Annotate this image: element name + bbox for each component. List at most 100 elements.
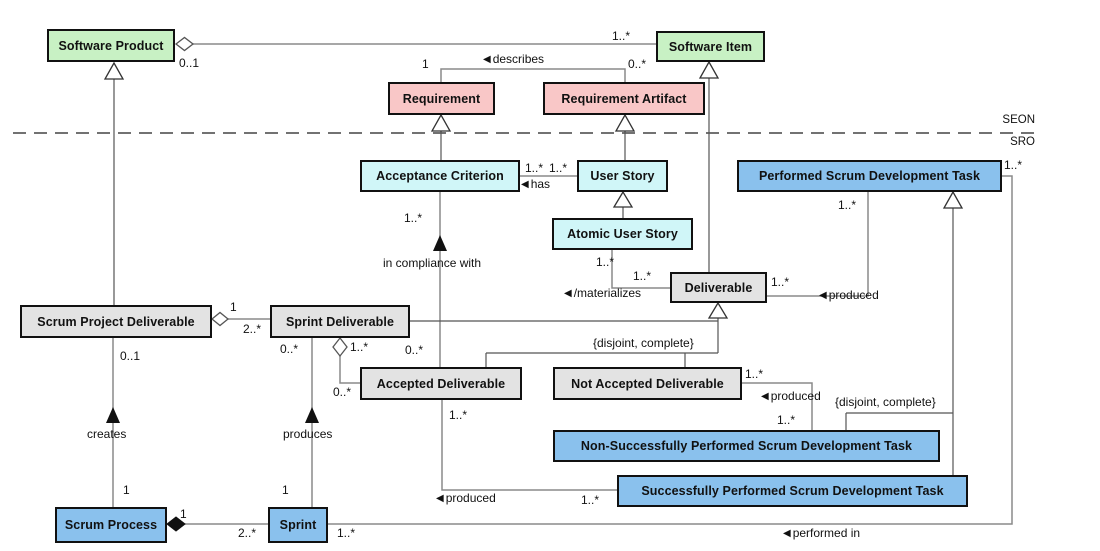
class-label: Acceptance Criterion (376, 169, 504, 183)
aggregation-diamond (210, 311, 230, 327)
multiplicity: 1..* (838, 198, 857, 212)
class-label: Scrum Process (64, 518, 158, 532)
multiplicity: 1..* (745, 367, 764, 381)
multiplicity: 1..* (596, 255, 615, 269)
aggregation-diamond (332, 336, 348, 358)
multiplicity: 1..* (337, 526, 356, 540)
multiplicity: 1..* (549, 161, 568, 175)
class-box-acceptance-criterion: Acceptance Criterion (360, 160, 520, 192)
multiplicity: 1..* (581, 493, 600, 507)
read-direction-icon: ◀ (436, 493, 444, 504)
class-label: Sprint Deliverable (285, 314, 395, 329)
class-box-user-story: User Story (577, 160, 668, 192)
edge-label-performed-in: ◀performed in (783, 526, 861, 540)
edge-label-produced-deliverable: ◀produced (819, 288, 879, 302)
class-box-requirement: Requirement (388, 82, 495, 115)
class-box-software-item: Software Item (656, 31, 765, 62)
multiplicity: 1 (282, 483, 289, 497)
multiplicity: 2..* (238, 526, 257, 540)
generalization-arrow (430, 113, 452, 132)
multiplicity: 1..* (771, 275, 790, 289)
multiplicity: 1 (180, 507, 187, 521)
multiplicity: 0..* (280, 342, 299, 356)
class-box-sprint: Sprint (268, 507, 328, 543)
generalization-arrow (942, 190, 964, 209)
edge-label-materializes: ◀/materializes (564, 286, 642, 300)
multiplicity: 0..* (628, 57, 647, 71)
class-box-accepted-deliverable: Accepted Deliverable (360, 367, 522, 400)
multiplicity: 1..* (633, 269, 652, 283)
multiplicity: 1..* (404, 211, 423, 225)
edge-performed-in (328, 175, 1013, 525)
edge-label-produced-not-accepted: ◀produced (761, 389, 821, 403)
multiplicity: 0..* (405, 343, 424, 357)
class-label: Software Product (58, 38, 164, 53)
arrow-up-icon (106, 407, 120, 423)
class-box-performed-scrum-development-task: Performed Scrum Development Task (737, 160, 1002, 192)
gen-deliverable-children (410, 318, 719, 367)
constraint-label-task: {disjoint, complete} (835, 395, 936, 409)
class-label: Successfully Performed Scrum Development… (641, 484, 944, 498)
multiplicity: 1 (422, 57, 429, 71)
generalization-arrows (103, 60, 964, 319)
multiplicity: 0..* (333, 385, 352, 399)
class-label: Accepted Deliverable (376, 376, 506, 391)
class-box-software-product: Software Product (47, 29, 175, 62)
edge-describes (440, 68, 626, 82)
edge-label-has: ◀has (521, 177, 551, 191)
multiplicity: 0..1 (120, 349, 141, 363)
multiplicity: 1..* (1004, 158, 1023, 172)
composition-diamond (166, 516, 186, 532)
class-label: Deliverable (684, 280, 753, 295)
generalization-arrow (612, 190, 634, 208)
multiplicity: 0..1 (179, 56, 200, 70)
navigability-arrows (106, 235, 447, 423)
class-label: Not Accepted Deliverable (571, 376, 724, 391)
read-direction-icon: ◀ (483, 54, 491, 65)
generalization-arrow (698, 60, 720, 79)
edge-label-in-compliance-with: in compliance with (383, 256, 482, 270)
class-label: Requirement Artifact (561, 91, 687, 106)
class-label: Non-Successfully Performed Scrum Develop… (580, 439, 913, 453)
multiplicity: 1..* (777, 413, 796, 427)
class-label: Requirement (402, 91, 481, 106)
class-box-sprint-deliverable: Sprint Deliverable (270, 305, 410, 338)
arrow-up-icon (305, 407, 319, 423)
multiplicity: 1 (123, 483, 130, 497)
class-label: Atomic User Story (567, 227, 678, 241)
class-box-requirement-artifact: Requirement Artifact (543, 82, 705, 115)
class-box-deliverable: Deliverable (670, 272, 767, 303)
edge-sprint-accepted (339, 356, 360, 384)
region-label-sro: SRO (1010, 136, 1035, 148)
class-box-successfully-performed-task: Successfully Performed Scrum Development… (617, 475, 968, 507)
multiplicity: 1..* (525, 161, 544, 175)
aggregation-diamond (174, 36, 195, 52)
read-direction-icon: ◀ (564, 288, 572, 299)
read-direction-icon: ◀ (819, 290, 827, 301)
read-direction-icon: ◀ (783, 528, 791, 539)
class-label: Sprint (279, 518, 317, 532)
read-direction-icon: ◀ (521, 179, 529, 190)
region-label-seon: SEON (1002, 114, 1035, 126)
edge-materializes (611, 250, 670, 289)
generalization-lines (113, 78, 954, 475)
edge-label-creates: creates (87, 427, 127, 441)
gen-task-children (845, 208, 954, 475)
constraint-label-deliverable: {disjoint, complete} (593, 336, 694, 350)
class-box-non-successfully-performed-task: Non-Successfully Performed Scrum Develop… (553, 430, 940, 462)
edge-produced-not-accepted (742, 382, 813, 430)
class-box-scrum-process: Scrum Process (55, 507, 167, 543)
aggregation-diamonds (166, 36, 348, 532)
multiplicity: 1..* (612, 29, 631, 43)
multiplicity: 1..* (449, 408, 468, 422)
class-label: Performed Scrum Development Task (758, 169, 981, 183)
edge-produced-accepted (441, 400, 617, 491)
edge-produced-deliverable (767, 192, 869, 297)
read-direction-icon: ◀ (761, 391, 769, 402)
arrow-up-icon (433, 235, 447, 251)
edge-label-produces: produces (283, 427, 333, 441)
generalization-arrow (614, 113, 636, 132)
multiplicity: 1 (230, 300, 237, 314)
